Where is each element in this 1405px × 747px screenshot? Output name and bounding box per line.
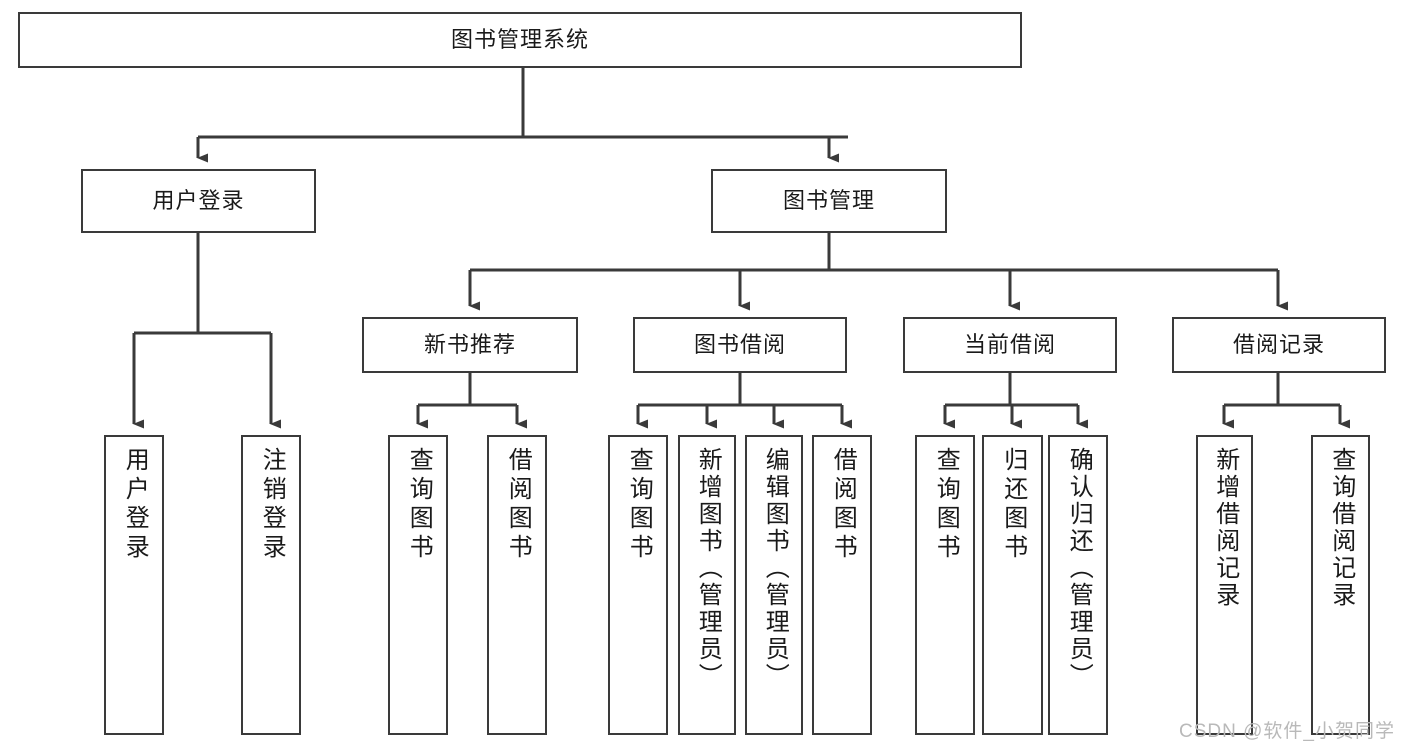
node-leaf-add-borrow-record-label: 新增借阅记录	[1211, 447, 1239, 609]
node-new-book-recommend[interactable]: 新书推荐	[362, 317, 578, 373]
node-leaf-confirm-return[interactable]: 确认归还（管理员）	[1048, 435, 1108, 735]
node-leaf-edit-book-label: 编辑图书（管理员）	[761, 447, 789, 690]
node-borrow-record[interactable]: 借阅记录	[1172, 317, 1386, 373]
node-leaf-borrow-book-recommend[interactable]: 借阅图书	[487, 435, 547, 735]
node-current-borrow[interactable]: 当前借阅	[903, 317, 1117, 373]
node-book-borrow-label: 图书借阅	[693, 332, 786, 358]
node-book-borrow[interactable]: 图书借阅	[633, 317, 847, 373]
watermark-text: CSDN @软件_小贺同学	[1179, 721, 1395, 742]
node-leaf-return-book[interactable]: 归还图书	[982, 435, 1043, 735]
node-leaf-borrow-book[interactable]: 借阅图书	[812, 435, 872, 735]
node-borrow-record-label: 借阅记录	[1232, 332, 1325, 358]
node-leaf-user-login-label: 用户登录	[121, 447, 149, 563]
node-leaf-add-book-label: 新增图书（管理员）	[694, 447, 722, 690]
node-leaf-add-borrow-record[interactable]: 新增借阅记录	[1196, 435, 1253, 735]
node-leaf-logout[interactable]: 注销登录	[241, 435, 301, 735]
edge-root-to-level2	[196, 68, 848, 163]
edge-borrow-record-to-leaves	[1222, 373, 1350, 429]
node-leaf-query-book-recommend[interactable]: 查询图书	[388, 435, 448, 735]
node-leaf-add-book[interactable]: 新增图书（管理员）	[678, 435, 736, 735]
node-new-book-recommend-label: 新书推荐	[423, 332, 516, 358]
edge-user-login-to-leaves	[132, 233, 281, 429]
edge-book-borrow-to-leaves	[636, 373, 852, 429]
node-leaf-logout-label: 注销登录	[258, 447, 286, 563]
node-leaf-query-book-borrow[interactable]: 查询图书	[608, 435, 668, 735]
node-user-login[interactable]: 用户登录	[81, 169, 316, 233]
node-leaf-borrow-book-label: 借阅图书	[829, 447, 857, 563]
node-leaf-query-book-borrow-label: 查询图书	[625, 447, 653, 563]
node-leaf-user-login[interactable]: 用户登录	[104, 435, 164, 735]
node-root[interactable]: 图书管理系统	[18, 12, 1022, 68]
node-leaf-edit-book[interactable]: 编辑图书（管理员）	[745, 435, 803, 735]
node-user-login-label: 用户登录	[152, 188, 245, 214]
edge-current-borrow-to-leaves	[943, 373, 1088, 429]
node-leaf-confirm-return-label: 确认归还（管理员）	[1065, 447, 1093, 690]
node-leaf-query-borrow-record[interactable]: 查询借阅记录	[1311, 435, 1370, 735]
edge-book-management-to-level3	[468, 233, 1288, 311]
node-leaf-query-book-current-label: 查询图书	[932, 447, 960, 563]
node-current-borrow-label: 当前借阅	[963, 332, 1056, 358]
node-leaf-query-borrow-record-label: 查询借阅记录	[1327, 447, 1355, 609]
node-leaf-query-book-current[interactable]: 查询图书	[915, 435, 975, 735]
node-leaf-query-book-recommend-label: 查询图书	[405, 447, 433, 563]
node-leaf-return-book-label: 归还图书	[999, 447, 1027, 563]
edge-new-book-recommend-to-leaves	[416, 373, 527, 429]
node-book-management[interactable]: 图书管理	[711, 169, 947, 233]
node-book-management-label: 图书管理	[782, 188, 875, 214]
node-leaf-borrow-book-recommend-label: 借阅图书	[504, 447, 532, 563]
node-root-label: 图书管理系统	[450, 27, 589, 53]
